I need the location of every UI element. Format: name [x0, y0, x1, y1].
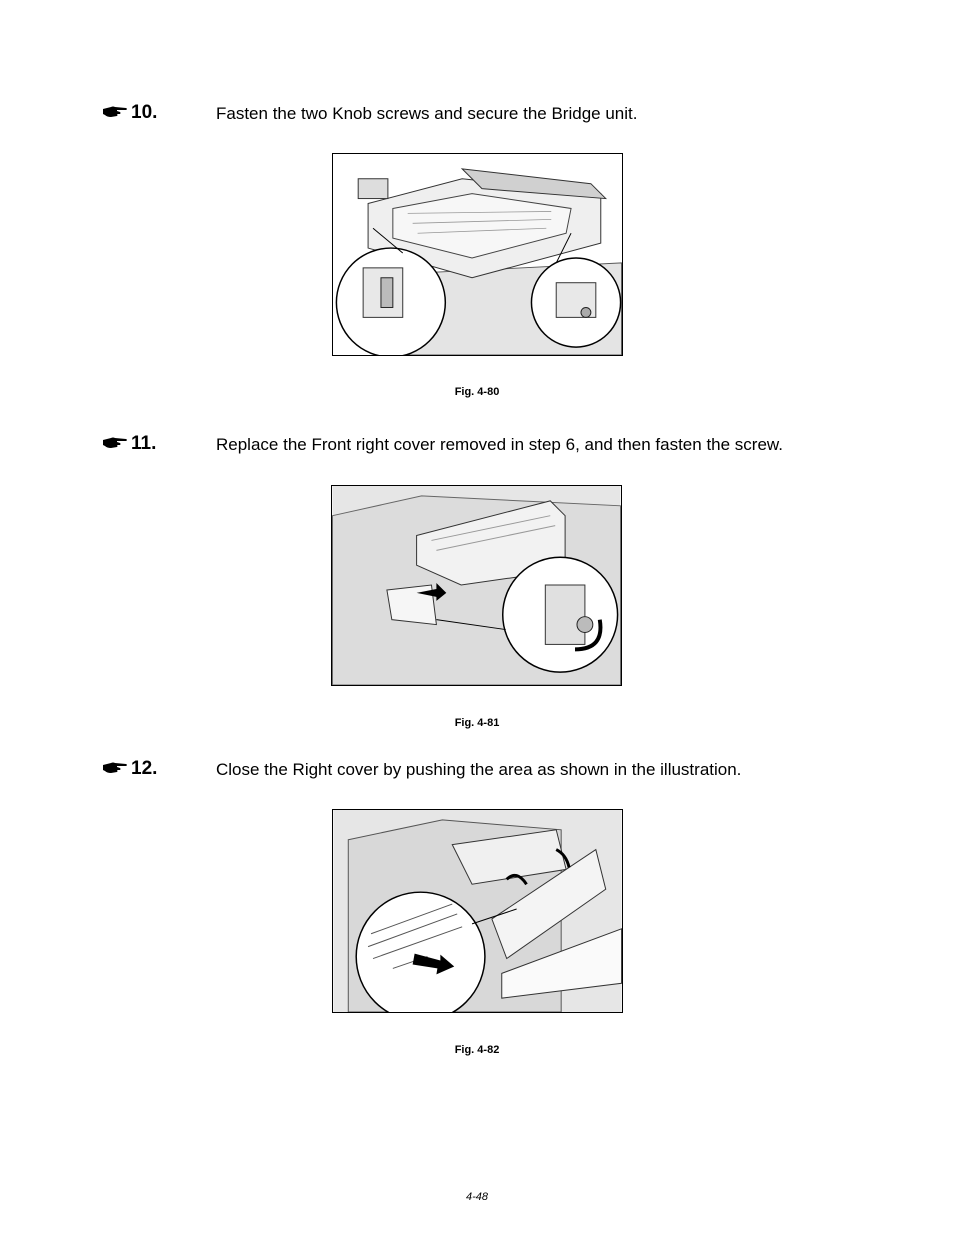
figure-4-82: [332, 809, 623, 1013]
figure-caption: Fig. 4-82: [454, 1044, 500, 1056]
step-instruction: Fasten the two Knob screws and secure th…: [216, 104, 638, 123]
pointing-hand-icon: [103, 762, 127, 773]
figure-4-81: [331, 485, 622, 686]
figure-caption: Fig. 4-81: [454, 717, 500, 729]
step-11: 11. Replace the Front right cover remove…: [0, 432, 954, 458]
step-number: 11.: [131, 433, 157, 454]
right-cover-illustration: [333, 810, 622, 1012]
figure-4-80: [332, 153, 623, 356]
step-instruction: Close the Right cover by pushing the are…: [216, 760, 742, 779]
page-number: 4-48: [465, 1191, 489, 1203]
step-number: 10.: [131, 102, 158, 123]
figure-caption: Fig. 4-80: [454, 386, 500, 398]
step-number: 12.: [131, 758, 158, 779]
pointing-hand-icon: [103, 437, 127, 448]
step-12: 12. Close the Right cover by pushing the…: [0, 757, 954, 783]
step-10: 10. Fasten the two Knob screws and secur…: [0, 101, 954, 127]
step-instruction: Replace the Front right cover removed in…: [216, 435, 783, 454]
pointing-hand-icon: [103, 106, 127, 117]
bridge-unit-illustration: [333, 154, 622, 355]
front-right-cover-illustration: [332, 486, 621, 685]
